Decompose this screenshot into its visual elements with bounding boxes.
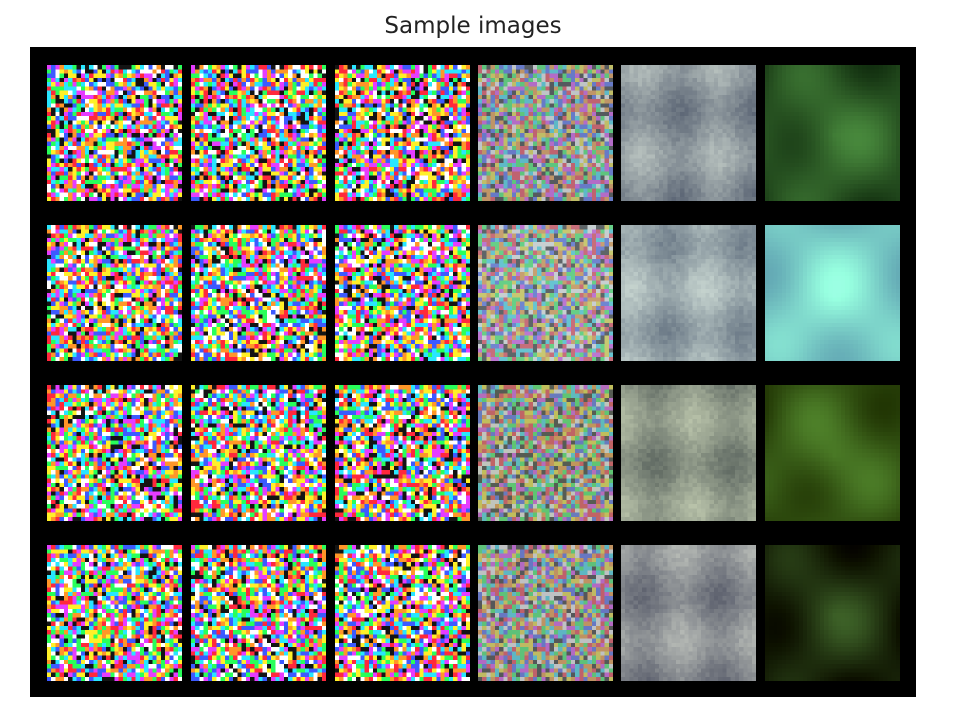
sample-image-r4-c1: [47, 545, 182, 681]
figure-title: Sample images: [384, 13, 562, 39]
sample-image-r2-c3: [335, 225, 470, 361]
sample-image-r4-c4: [478, 545, 613, 681]
sample-image-r2-c5: [621, 225, 756, 361]
sample-image-r3-c5: [621, 385, 756, 521]
sample-image-r1-c3: [335, 65, 470, 201]
sample-image-r4-c6: [765, 545, 900, 681]
sample-image-r3-c6: [765, 385, 900, 521]
sample-image-r1-c5: [621, 65, 756, 201]
sample-image-r2-c2: [191, 225, 326, 361]
sample-image-r1-c6: [765, 65, 900, 201]
sample-image-r2-c1: [47, 225, 182, 361]
sample-image-r3-c4: [478, 385, 613, 521]
sample-image-r1-c2: [191, 65, 326, 201]
sample-image-grid: [30, 47, 916, 697]
sample-image-r4-c3: [335, 545, 470, 681]
sample-image-r2-c6: [765, 225, 900, 361]
sample-image-r1-c4: [478, 65, 613, 201]
sample-image-r2-c4: [478, 225, 613, 361]
sample-image-r3-c1: [47, 385, 182, 521]
sample-image-r4-c2: [191, 545, 326, 681]
sample-image-r1-c1: [47, 65, 182, 201]
sample-image-r3-c2: [191, 385, 326, 521]
sample-image-r3-c3: [335, 385, 470, 521]
sample-image-r4-c5: [621, 545, 756, 681]
